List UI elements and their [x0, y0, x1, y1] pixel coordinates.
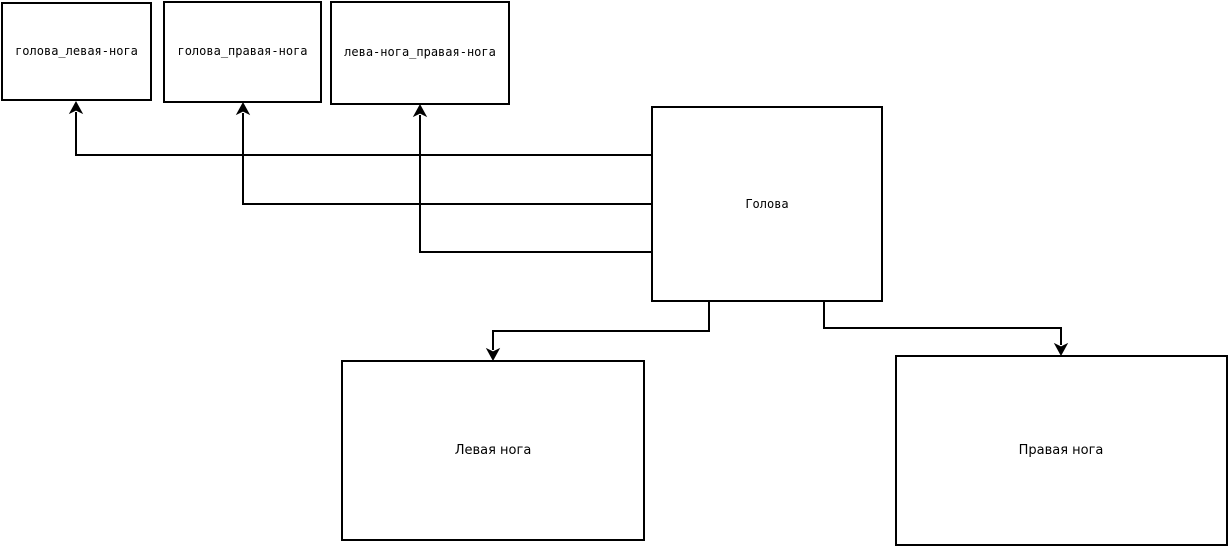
edge-head-to-head-left-leg: [68, 100, 652, 156]
edges: [68, 100, 1069, 362]
arrowhead: [485, 347, 501, 362]
node-label: Левая нога: [455, 443, 532, 458]
arrowhead: [68, 100, 84, 115]
node-head[interactable]: Голова: [651, 106, 883, 302]
arrowhead: [1053, 342, 1069, 357]
edge-head-to-left-leg-right-leg: [412, 103, 652, 253]
node-label: Голова: [745, 197, 788, 211]
edge-head-to-head-right-leg: [235, 101, 652, 205]
node-label: лева-нога_правая-нога: [344, 45, 496, 59]
arrowhead: [412, 103, 428, 118]
edge-head-to-right-leg: [823, 301, 1069, 357]
node-label: Правая нога: [1019, 443, 1104, 458]
node-head-right-leg[interactable]: голова_правая-нога: [163, 1, 322, 103]
edge-head-to-left-leg: [485, 301, 710, 362]
node-label: голова_левая-нога: [15, 44, 138, 58]
node-left-leg-right-leg[interactable]: лева-нога_правая-нога: [330, 1, 510, 105]
node-head-left-leg[interactable]: голова_левая-нога: [1, 2, 152, 101]
node-label: голова_правая-нога: [177, 44, 307, 58]
arrowhead: [235, 101, 251, 116]
node-right-leg[interactable]: Правая нога: [895, 355, 1228, 546]
node-left-leg[interactable]: Левая нога: [341, 360, 645, 541]
